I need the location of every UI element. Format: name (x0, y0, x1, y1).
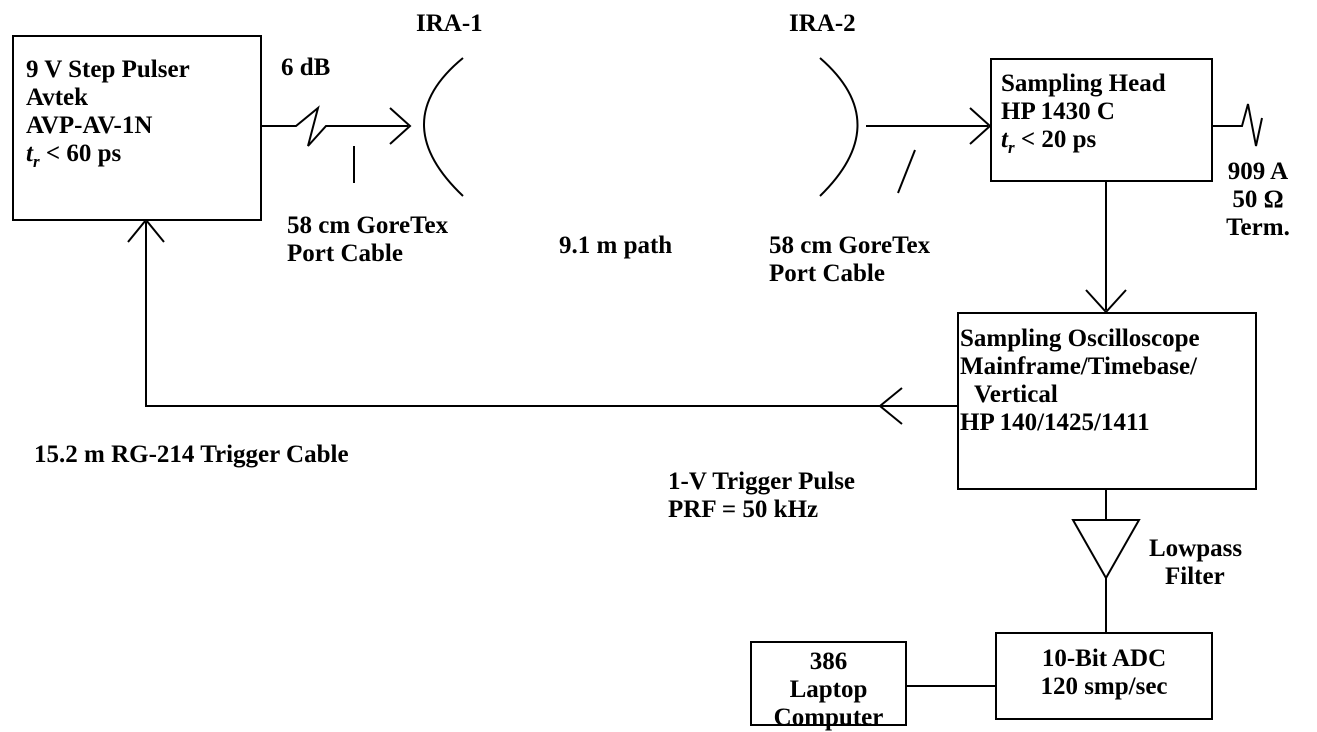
lowpass-filter-triangle (1071, 519, 1141, 581)
adc-box (995, 632, 1213, 720)
adc-text: 10-Bit ADC 120 smp/sec (995, 645, 1213, 701)
adc-line-1: 10-Bit ADC (1041, 645, 1167, 672)
pulser-line-2: Avtek (26, 84, 89, 111)
oscilloscope-line-3: Vertical (974, 381, 1058, 408)
ira1-label: IRA-1 (416, 10, 483, 37)
sampling-head-text: Sampling Head HP 1430 C tr < 20 ps (1001, 70, 1166, 162)
pulser-to-ira1-line (262, 105, 408, 147)
adc-line-2: 120 smp/sec (1040, 673, 1168, 700)
cable2-tick (897, 149, 916, 194)
oscilloscope-line-1: Sampling Oscilloscope (960, 325, 1200, 352)
trigger-cable-label: 15.2 m RG-214 Trigger Cable (34, 441, 349, 468)
ira2-label: IRA-2 (789, 10, 856, 37)
filter-label: Lowpass Filter (1149, 535, 1243, 590)
cable2-label: 58 cm GoreTex Port Cable (769, 232, 931, 287)
pulser-box (12, 35, 262, 221)
oscilloscope-line-2: Mainframe/Timebase/ (960, 353, 1197, 380)
trigger-arrowhead (878, 387, 903, 425)
laptop-line-1: 386 (809, 648, 848, 675)
sampling-head-line-2: HP 1430 C (1001, 98, 1115, 125)
laptop-text: 386 Laptop Computer (750, 648, 907, 732)
ira1-reflector (423, 57, 464, 197)
ira2-reflector (819, 57, 859, 197)
trigger-line (145, 222, 957, 407)
oscilloscope-text: Sampling Oscilloscope Mainframe/Timebase… (960, 325, 1200, 437)
laptop-line-2: Laptop (789, 676, 868, 703)
cable1-label: 58 cm GoreTex Port Cable (287, 212, 449, 267)
oscilloscope-box (957, 312, 1257, 490)
laptop-line-3: Computer (773, 704, 884, 731)
attenuator-label: 6 dB (281, 54, 331, 81)
pulser-line-3: AVP-AV-1N (26, 112, 153, 139)
pulser-text: 9 V Step Pulser Avtek AVP-AV-1N tr < 60 … (26, 56, 190, 176)
oscilloscope-line-4: HP 140/1425/1411 (960, 409, 1150, 436)
sampling-head-rise-time: tr < 20 ps (1001, 126, 1097, 157)
ira1-arrowhead (389, 107, 412, 145)
pulser-line-1: 9 V Step Pulser (26, 56, 190, 83)
path-label: 9.1 m path (559, 232, 673, 259)
termination-label: 909 A 50 Ω Term. (1226, 158, 1290, 241)
termination-resistor (1213, 103, 1263, 147)
sampling-head-line-1: Sampling Head (1001, 70, 1166, 97)
pulser-rise-time: tr < 60 ps (26, 140, 122, 171)
trigger-pulse-label: 1-V Trigger Pulse PRF = 50 kHz (668, 468, 856, 523)
laptop-box (750, 641, 907, 726)
sampling-head-box (990, 58, 1213, 182)
